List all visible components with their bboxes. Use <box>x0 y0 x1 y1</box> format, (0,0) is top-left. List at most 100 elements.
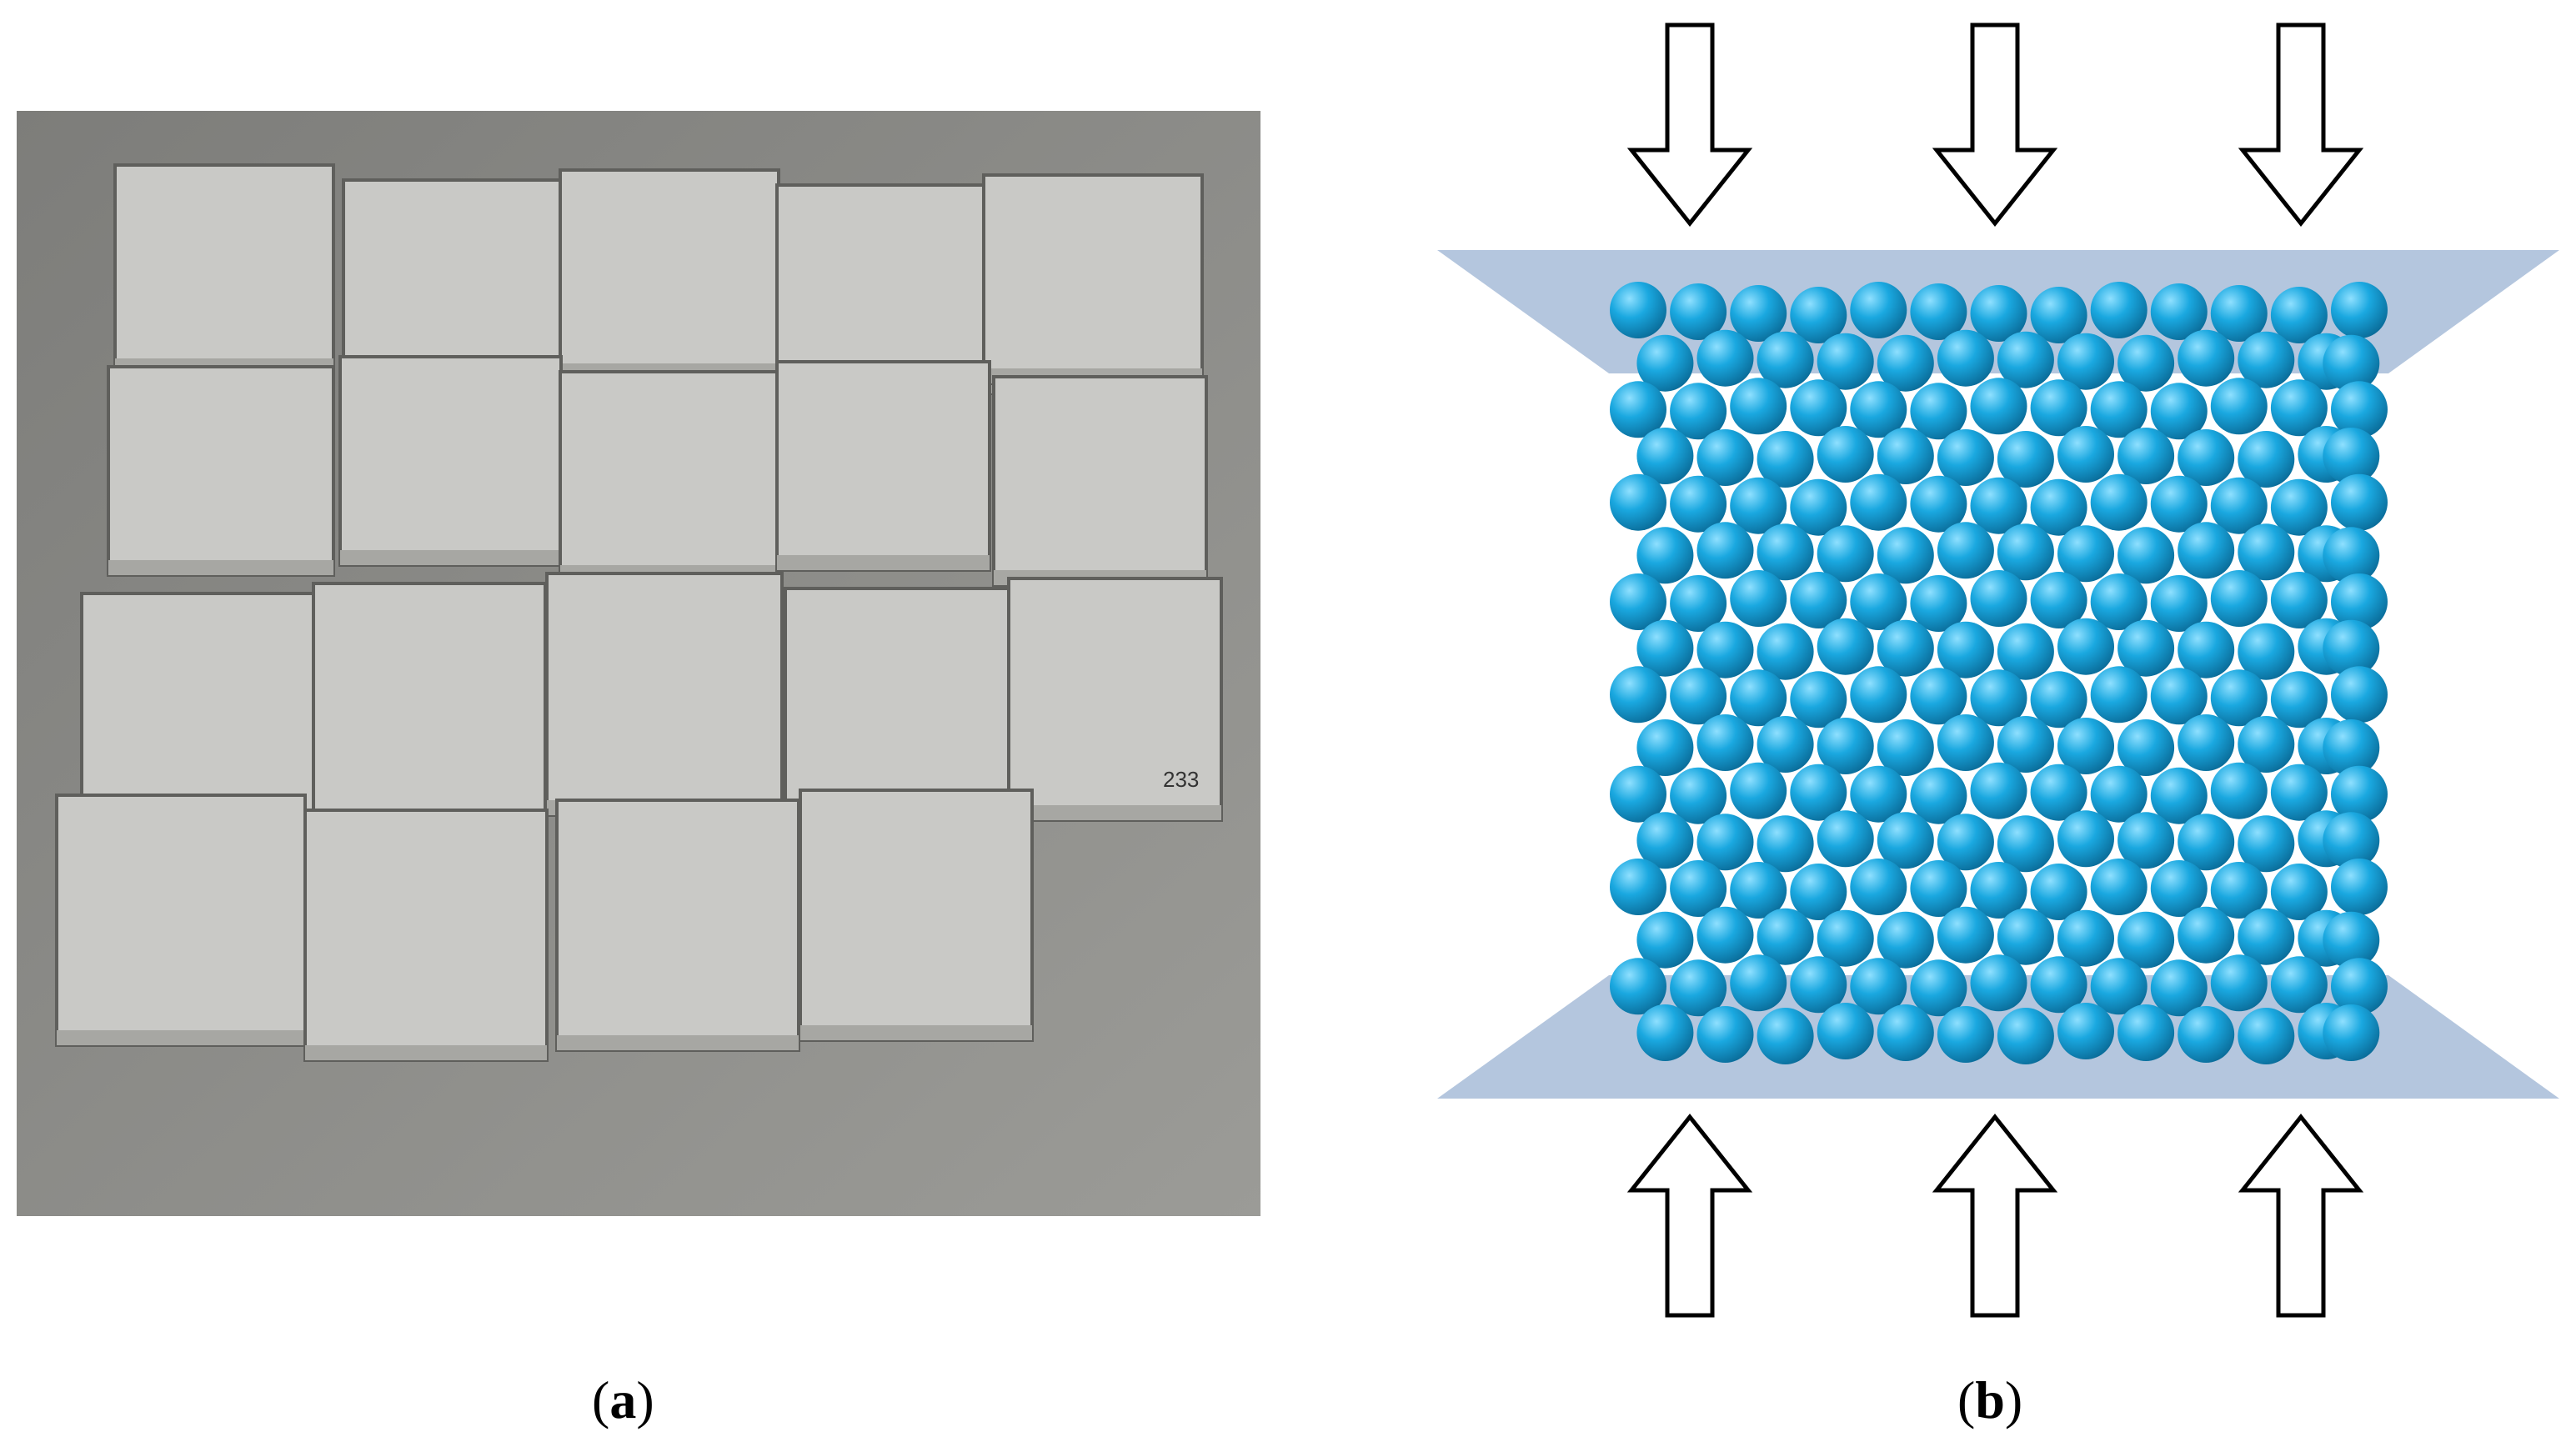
particle <box>1910 767 1967 824</box>
particle <box>2270 287 2328 343</box>
particle <box>2270 671 2328 729</box>
particle <box>1817 718 1874 774</box>
particle <box>1636 719 1694 776</box>
block-label: 233 <box>1163 767 1199 792</box>
particle <box>1877 719 1934 776</box>
particle <box>2178 906 2235 964</box>
particle <box>1910 575 1967 632</box>
particle <box>2270 764 2328 821</box>
particle <box>1730 378 1787 435</box>
particle <box>2210 378 2268 435</box>
particle <box>2150 959 2208 1017</box>
particle <box>2057 909 2114 967</box>
particle <box>1636 1004 1694 1061</box>
particle <box>1730 862 1787 919</box>
particle <box>2117 1004 2175 1061</box>
particle <box>1670 475 1727 533</box>
block-shadow <box>340 550 561 565</box>
particle <box>1670 860 1727 917</box>
particle <box>2090 859 2148 915</box>
particle <box>2331 473 2388 531</box>
particle <box>1970 285 2027 342</box>
particle <box>1970 477 2027 534</box>
particle <box>2117 334 2175 392</box>
particle-assembly <box>1610 282 2388 1064</box>
particle <box>1757 623 1814 680</box>
particle <box>2331 573 2388 630</box>
particle <box>2090 473 2148 531</box>
particle <box>1970 762 2027 819</box>
concrete-block <box>312 582 547 827</box>
particle <box>1670 383 1727 440</box>
particle <box>1790 864 1847 920</box>
particle <box>1696 1006 1754 1063</box>
particle <box>2090 282 2148 338</box>
particle <box>2270 956 2328 1014</box>
particle <box>1610 666 1666 724</box>
particle <box>1670 575 1727 632</box>
particle <box>2150 767 2208 824</box>
particle <box>2030 572 2087 628</box>
particle <box>1817 525 1874 583</box>
particle <box>1910 668 1967 725</box>
particle <box>2178 714 2235 771</box>
particle <box>1696 814 1754 871</box>
concrete-block <box>1007 577 1223 822</box>
particle <box>1636 619 1694 677</box>
particle <box>2323 527 2380 584</box>
particle <box>1636 911 1694 969</box>
load-arrow-down <box>2238 23 2364 228</box>
particle <box>2178 814 2235 871</box>
particle <box>2323 334 2380 392</box>
particle <box>1937 621 1994 678</box>
block-shadow <box>57 1030 305 1045</box>
particle <box>1997 431 2054 488</box>
particle <box>1997 815 2054 873</box>
concrete-block <box>992 375 1208 587</box>
particle <box>2331 765 2388 823</box>
particle <box>1937 522 1994 579</box>
particle <box>1730 477 1787 534</box>
concrete-block <box>303 809 549 1062</box>
load-arrow-down <box>1626 23 1753 228</box>
particle <box>1757 1008 1814 1064</box>
particle <box>1790 379 1847 437</box>
concrete-block <box>338 355 563 567</box>
particle <box>2323 911 2380 969</box>
particle <box>1997 623 2054 680</box>
particle <box>2117 428 2175 484</box>
particle <box>1850 765 1907 823</box>
particle <box>2117 527 2175 584</box>
particle <box>2117 619 2175 677</box>
particle <box>1850 282 1907 338</box>
particle <box>2331 666 2388 724</box>
particle <box>2331 282 2388 338</box>
particle <box>1610 958 1666 1015</box>
particle <box>2057 810 2114 868</box>
block-shadow <box>557 1035 799 1050</box>
concrete-block <box>775 360 991 572</box>
particle <box>1610 381 1666 438</box>
particle <box>1757 331 1814 388</box>
particle <box>2238 623 2295 680</box>
particle <box>1790 478 1847 536</box>
particle <box>2270 379 2328 437</box>
particle <box>2210 954 2268 1012</box>
particle <box>1910 475 1967 533</box>
particle <box>2090 573 2148 630</box>
particle <box>1997 716 2054 773</box>
particle <box>1877 334 1934 392</box>
particle <box>1970 862 2027 919</box>
particle <box>2270 864 2328 920</box>
particle <box>2331 381 2388 438</box>
particle <box>2150 283 2208 340</box>
load-arrow-up <box>1626 1113 1753 1318</box>
particle <box>1910 383 1967 440</box>
particle <box>2323 428 2380 484</box>
block-shadow <box>305 1045 547 1060</box>
particle <box>2323 1004 2380 1061</box>
particle <box>2030 671 2087 729</box>
particle <box>1730 954 1787 1012</box>
concrete-block <box>982 173 1204 385</box>
